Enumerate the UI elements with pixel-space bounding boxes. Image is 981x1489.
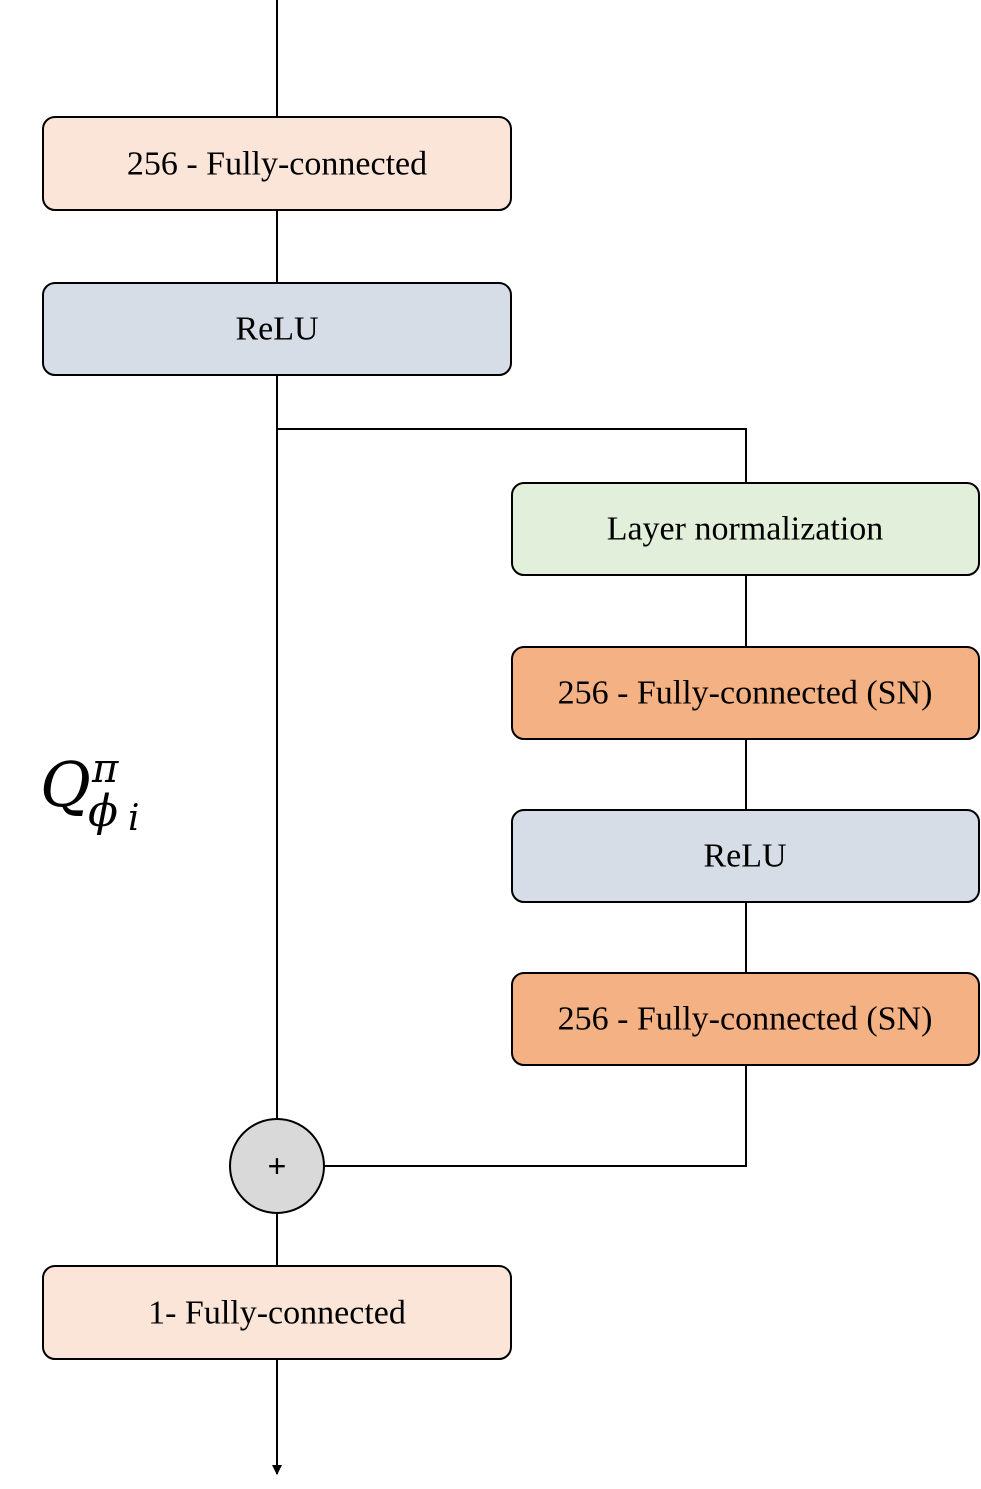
block-fc-output-label: 1- Fully-connected: [148, 1295, 406, 1332]
symbol-subscript: ϕ: [88, 786, 118, 837]
block-relu-branch-box: [511, 809, 980, 903]
block-layer-norm-label: Layer normalization: [607, 511, 884, 548]
q-function-symbol: Q π ϕ i: [40, 746, 140, 839]
block-fc-sn-1: 256 - Fully-connected (SN): [511, 646, 980, 740]
sum-node-circle: [229, 1118, 325, 1214]
symbol-subscript-index: i: [128, 798, 140, 839]
block-relu-branch-label: ReLU: [703, 838, 786, 875]
block-fc-output-box: [42, 1265, 512, 1360]
sum-node-label: +: [268, 1148, 287, 1184]
block-relu-main-box: [42, 282, 512, 376]
block-fc-sn-2-box: [511, 972, 980, 1066]
block-relu-branch: ReLU: [511, 809, 980, 903]
block-relu-main-label: ReLU: [235, 311, 318, 348]
sum-node: +: [229, 1118, 325, 1214]
block-fc-input: 256 - Fully-connected: [42, 116, 512, 211]
block-fc-sn-1-label: 256 - Fully-connected (SN): [558, 675, 933, 712]
block-fc-sn-2-label: 256 - Fully-connected (SN): [558, 1001, 933, 1038]
block-layer-norm: Layer normalization: [511, 482, 980, 576]
block-fc-input-label: 256 - Fully-connected: [127, 146, 427, 183]
block-fc-output: 1- Fully-connected: [42, 1265, 512, 1360]
block-layer-norm-box: [511, 482, 980, 576]
block-fc-input-box: [42, 116, 512, 211]
block-relu-main: ReLU: [42, 282, 512, 376]
connectors: [272, 0, 747, 1475]
branch-merge-line: [324, 1065, 747, 1167]
symbol-superscript: π: [91, 746, 119, 792]
branch-split-line: [277, 428, 747, 483]
block-fc-sn-1-box: [511, 646, 980, 740]
block-fc-sn-2: 256 - Fully-connected (SN): [511, 972, 980, 1066]
symbol-base: Q: [40, 748, 91, 821]
